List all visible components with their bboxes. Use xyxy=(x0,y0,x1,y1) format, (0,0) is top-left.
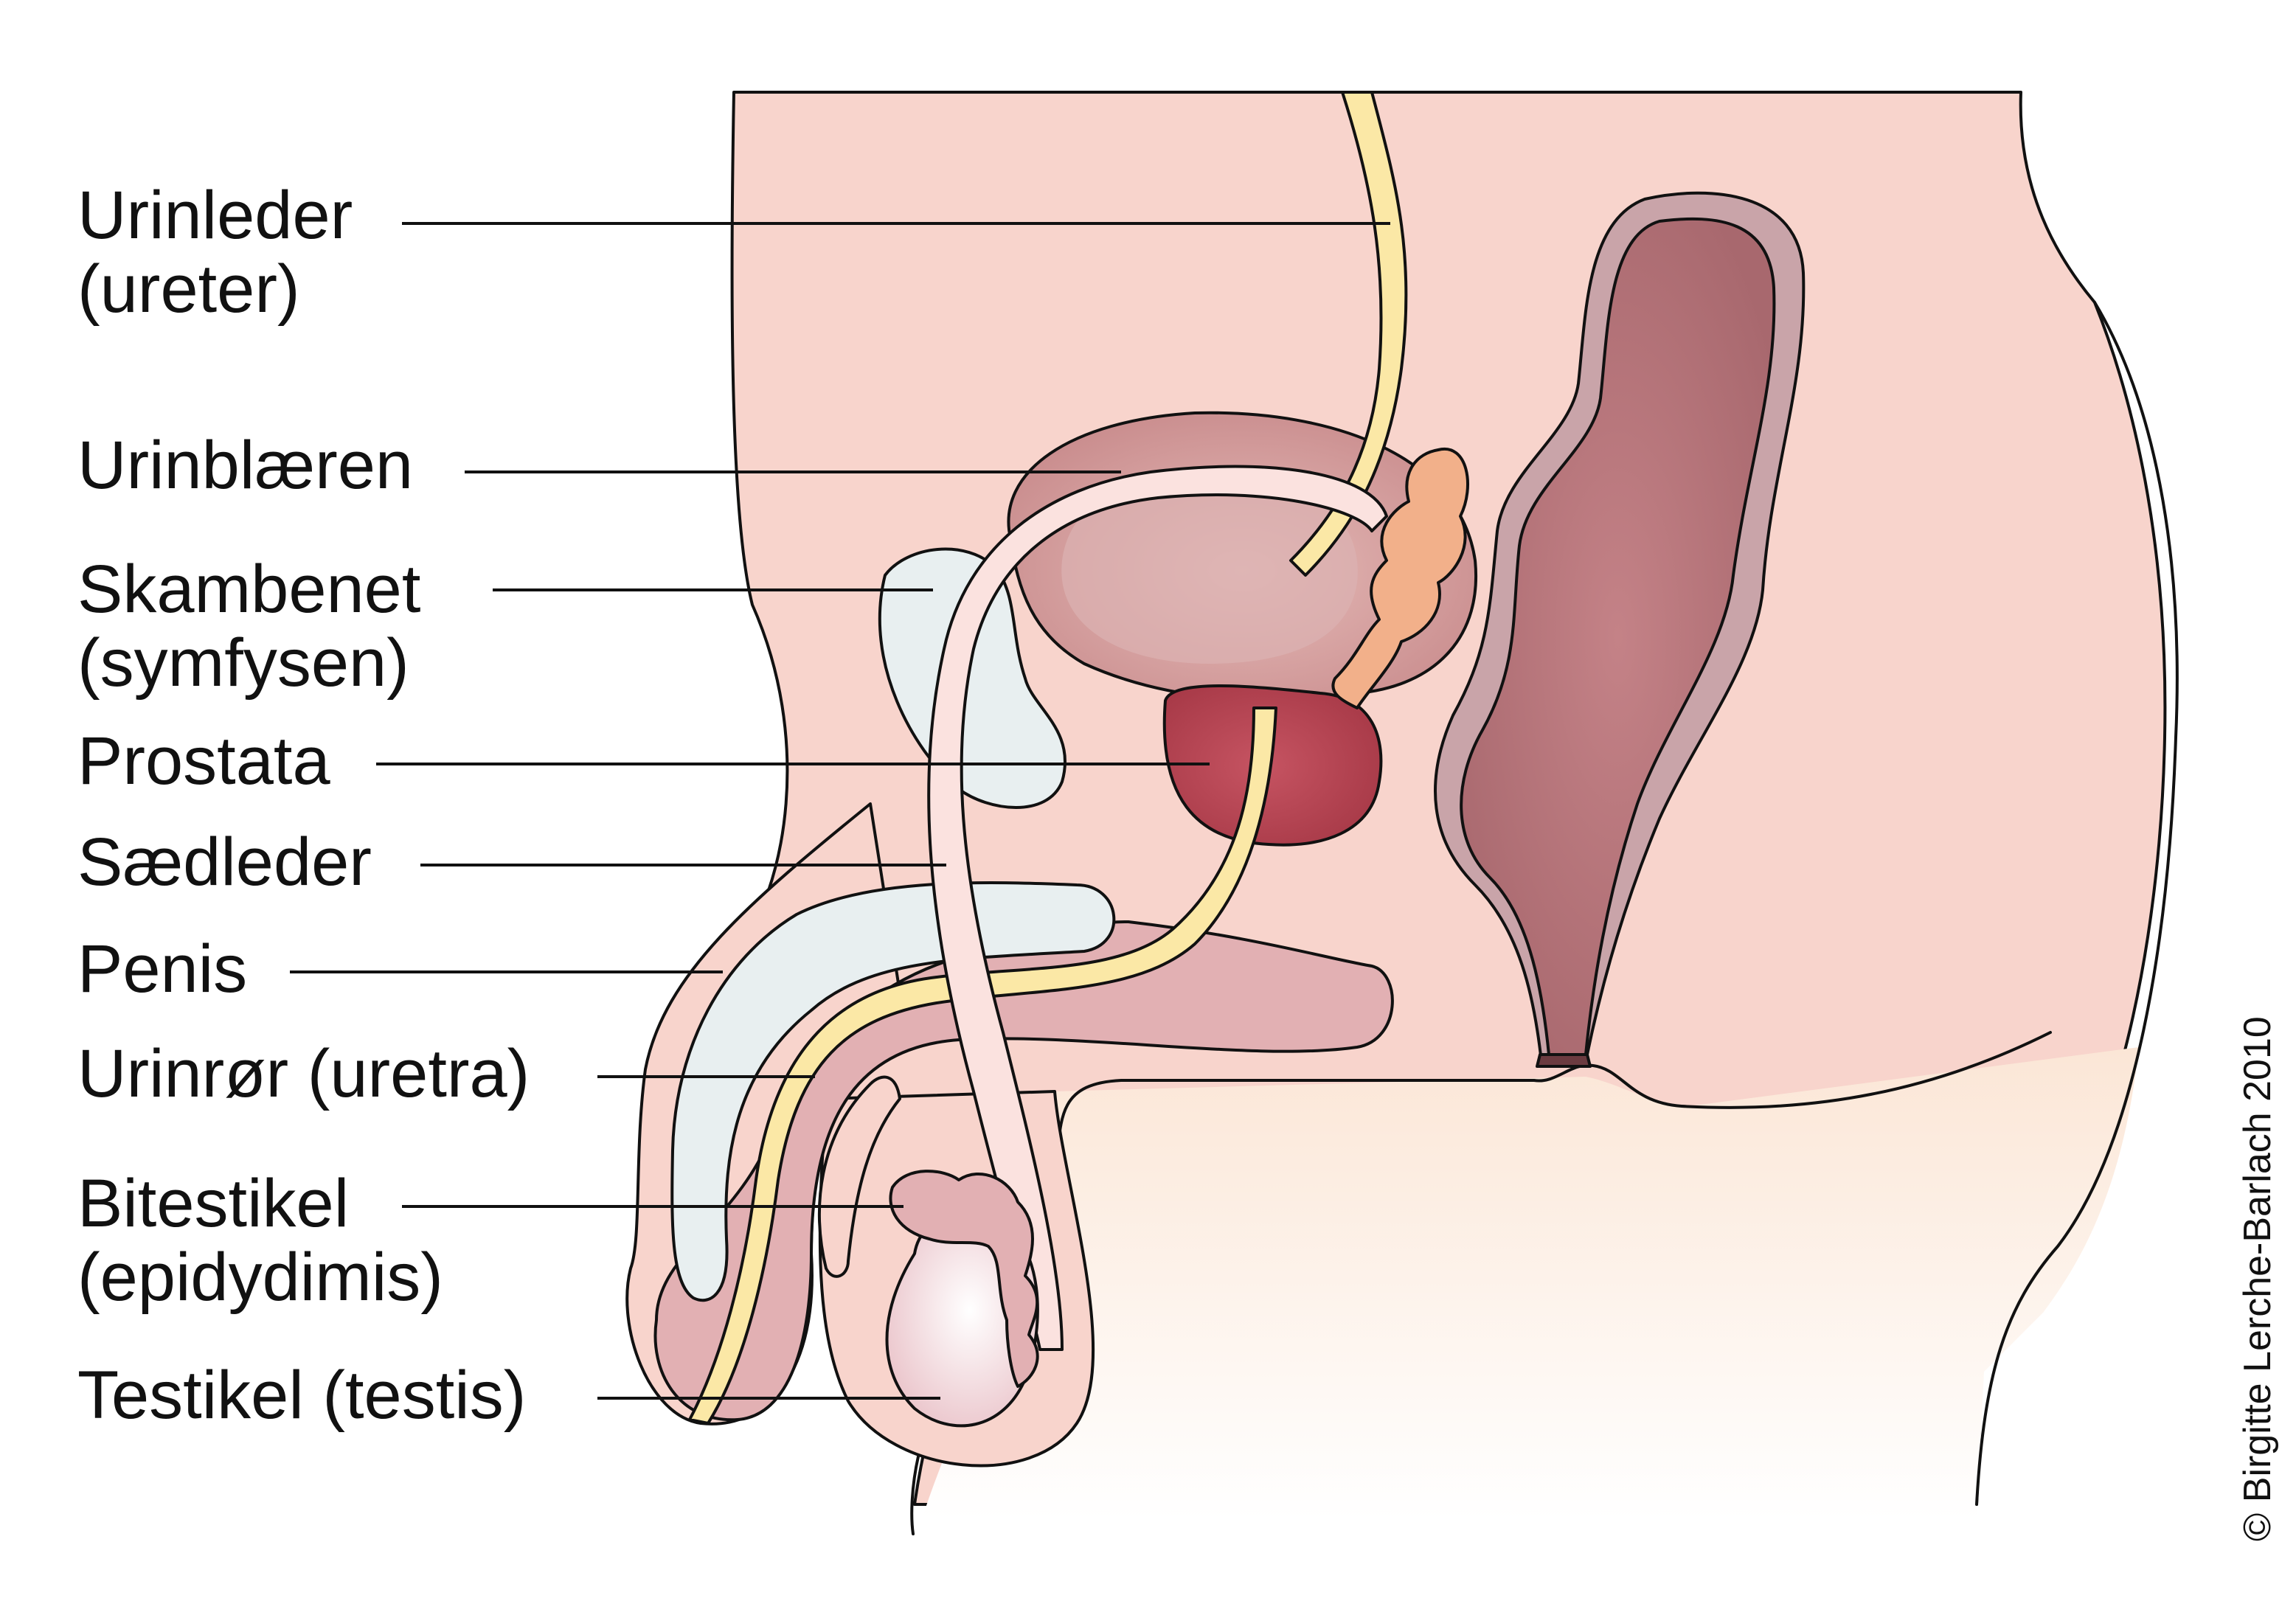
leg-line xyxy=(910,1455,920,1535)
copyright: © Birgitte Lerche-Barlach 2010 xyxy=(2236,1016,2279,1541)
buttock-line xyxy=(1975,301,2179,1506)
seminal-vesicle xyxy=(1331,447,1469,709)
label-prostate: Prostata xyxy=(77,723,330,799)
label-ureter-line1: Urinleder xyxy=(77,178,353,253)
label-testis: Testikel (testis) xyxy=(77,1358,526,1433)
label-pubic-bone-line1: Skambenet xyxy=(77,552,420,627)
labels: Urinleder (ureter) Urinblæren Skambenet … xyxy=(77,178,530,1433)
label-prostate-line1: Prostata xyxy=(77,723,330,799)
label-penis-line1: Penis xyxy=(77,931,247,1007)
label-bladder-line1: Urinblæren xyxy=(77,428,413,503)
label-bladder: Urinblæren xyxy=(77,428,413,503)
label-penis: Penis xyxy=(77,931,247,1007)
label-vas-deferens-line1: Sædleder xyxy=(77,824,372,900)
vas-deferens xyxy=(927,465,1388,1351)
label-epididymis-line1: Bitestikel xyxy=(77,1166,349,1241)
bladder-lumen xyxy=(1061,472,1358,664)
label-urethra-line1: Urinrør (uretra) xyxy=(77,1036,530,1111)
scrotal-gap xyxy=(817,1075,901,1278)
label-pubic-bone-line2: (symfysen) xyxy=(77,625,409,701)
urethra xyxy=(688,706,1277,1425)
anus xyxy=(1536,1053,1592,1068)
rectum xyxy=(1460,217,1776,1056)
label-epididymis: Bitestikel (epidydimis) xyxy=(77,1166,443,1315)
label-testis-line1: Testikel (testis) xyxy=(77,1358,526,1433)
thigh-outline xyxy=(1053,1031,2052,1211)
epididymis xyxy=(889,1170,1039,1388)
label-urethra: Urinrør (uretra) xyxy=(77,1036,530,1111)
thigh-region xyxy=(922,1047,2139,1519)
label-vas-deferens: Sædleder xyxy=(77,824,372,900)
prostate xyxy=(1162,684,1383,847)
label-ureter-line2: (ureter) xyxy=(77,251,300,327)
corpus-cavernosum xyxy=(670,881,1116,1302)
leader-lines xyxy=(290,222,1390,1400)
label-pubic-bone: Skambenet (symfysen) xyxy=(77,552,440,701)
ureter xyxy=(1289,91,1408,577)
label-epididymis-line2: (epidydimis) xyxy=(77,1240,443,1315)
label-ureter: Urinleder (ureter) xyxy=(77,178,372,327)
